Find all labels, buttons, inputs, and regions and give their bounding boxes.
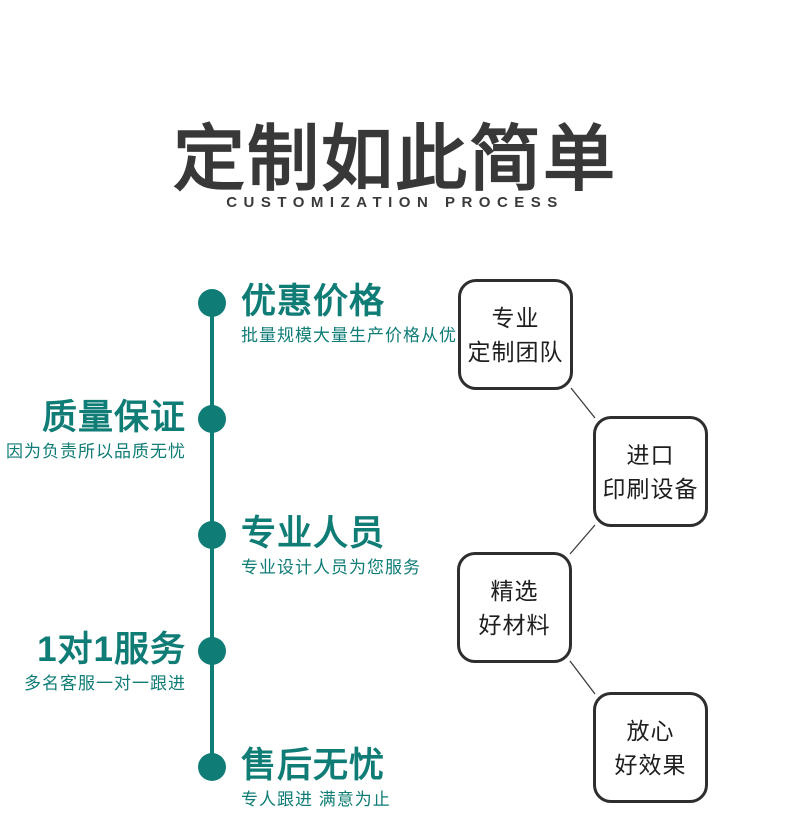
feature-box-line: 精选 xyxy=(490,577,539,604)
timeline-item-subtitle: 多名客服一对一跟进 xyxy=(24,674,186,693)
timeline-item-subtitle: 批量规模大量生产价格从优 xyxy=(241,326,457,345)
timeline-item-title: 优惠价格 xyxy=(241,282,386,321)
timeline-item-staff: 专业人员 专业设计人员为您服务 xyxy=(241,514,421,578)
feature-box-line: 好材料 xyxy=(478,611,551,638)
timeline-dot xyxy=(198,637,226,665)
timeline-dot xyxy=(198,521,226,549)
timeline-item-title: 质量保证 xyxy=(41,398,186,437)
timeline-item-subtitle: 专业设计人员为您服务 xyxy=(241,558,421,577)
feature-box-line: 定制团队 xyxy=(467,338,564,365)
feature-box-line: 进口 xyxy=(626,441,675,468)
feature-box-line: 印刷设备 xyxy=(602,475,699,502)
timeline-item-price: 优惠价格 批量规模大量生产价格从优 xyxy=(241,282,457,346)
timeline-item-subtitle: 因为负责所以品质无忧 xyxy=(6,442,186,461)
page-title: 定制如此简单 xyxy=(172,120,617,200)
timeline-dot xyxy=(198,289,226,317)
feature-box-line: 专业 xyxy=(491,304,540,331)
feature-box-result: 放心 好效果 xyxy=(593,692,708,803)
timeline-item-subtitle: 专人跟进 满意为止 xyxy=(241,790,391,809)
timeline-item-aftersale: 售后无忧 专人跟进 满意为止 xyxy=(241,746,391,810)
timeline-item-title: 专业人员 xyxy=(241,514,386,553)
feature-box-line: 放心 xyxy=(626,717,675,744)
feature-box-equipment: 进口 印刷设备 xyxy=(593,416,708,527)
page-subtitle: CUSTOMIZATION PROCESS xyxy=(226,194,564,211)
timeline-item-title: 1对1服务 xyxy=(37,630,186,669)
timeline-dot xyxy=(198,405,226,433)
timeline-item-quality: 质量保证 因为负责所以品质无忧 xyxy=(6,398,186,462)
timeline-item-service: 1对1服务 多名客服一对一跟进 xyxy=(24,630,186,694)
feature-box-team: 专业 定制团队 xyxy=(458,279,573,390)
feature-box-line: 好效果 xyxy=(614,751,687,778)
timeline-item-title: 售后无忧 xyxy=(241,746,386,785)
timeline-dot xyxy=(198,753,226,781)
feature-box-material: 精选 好材料 xyxy=(457,552,572,663)
